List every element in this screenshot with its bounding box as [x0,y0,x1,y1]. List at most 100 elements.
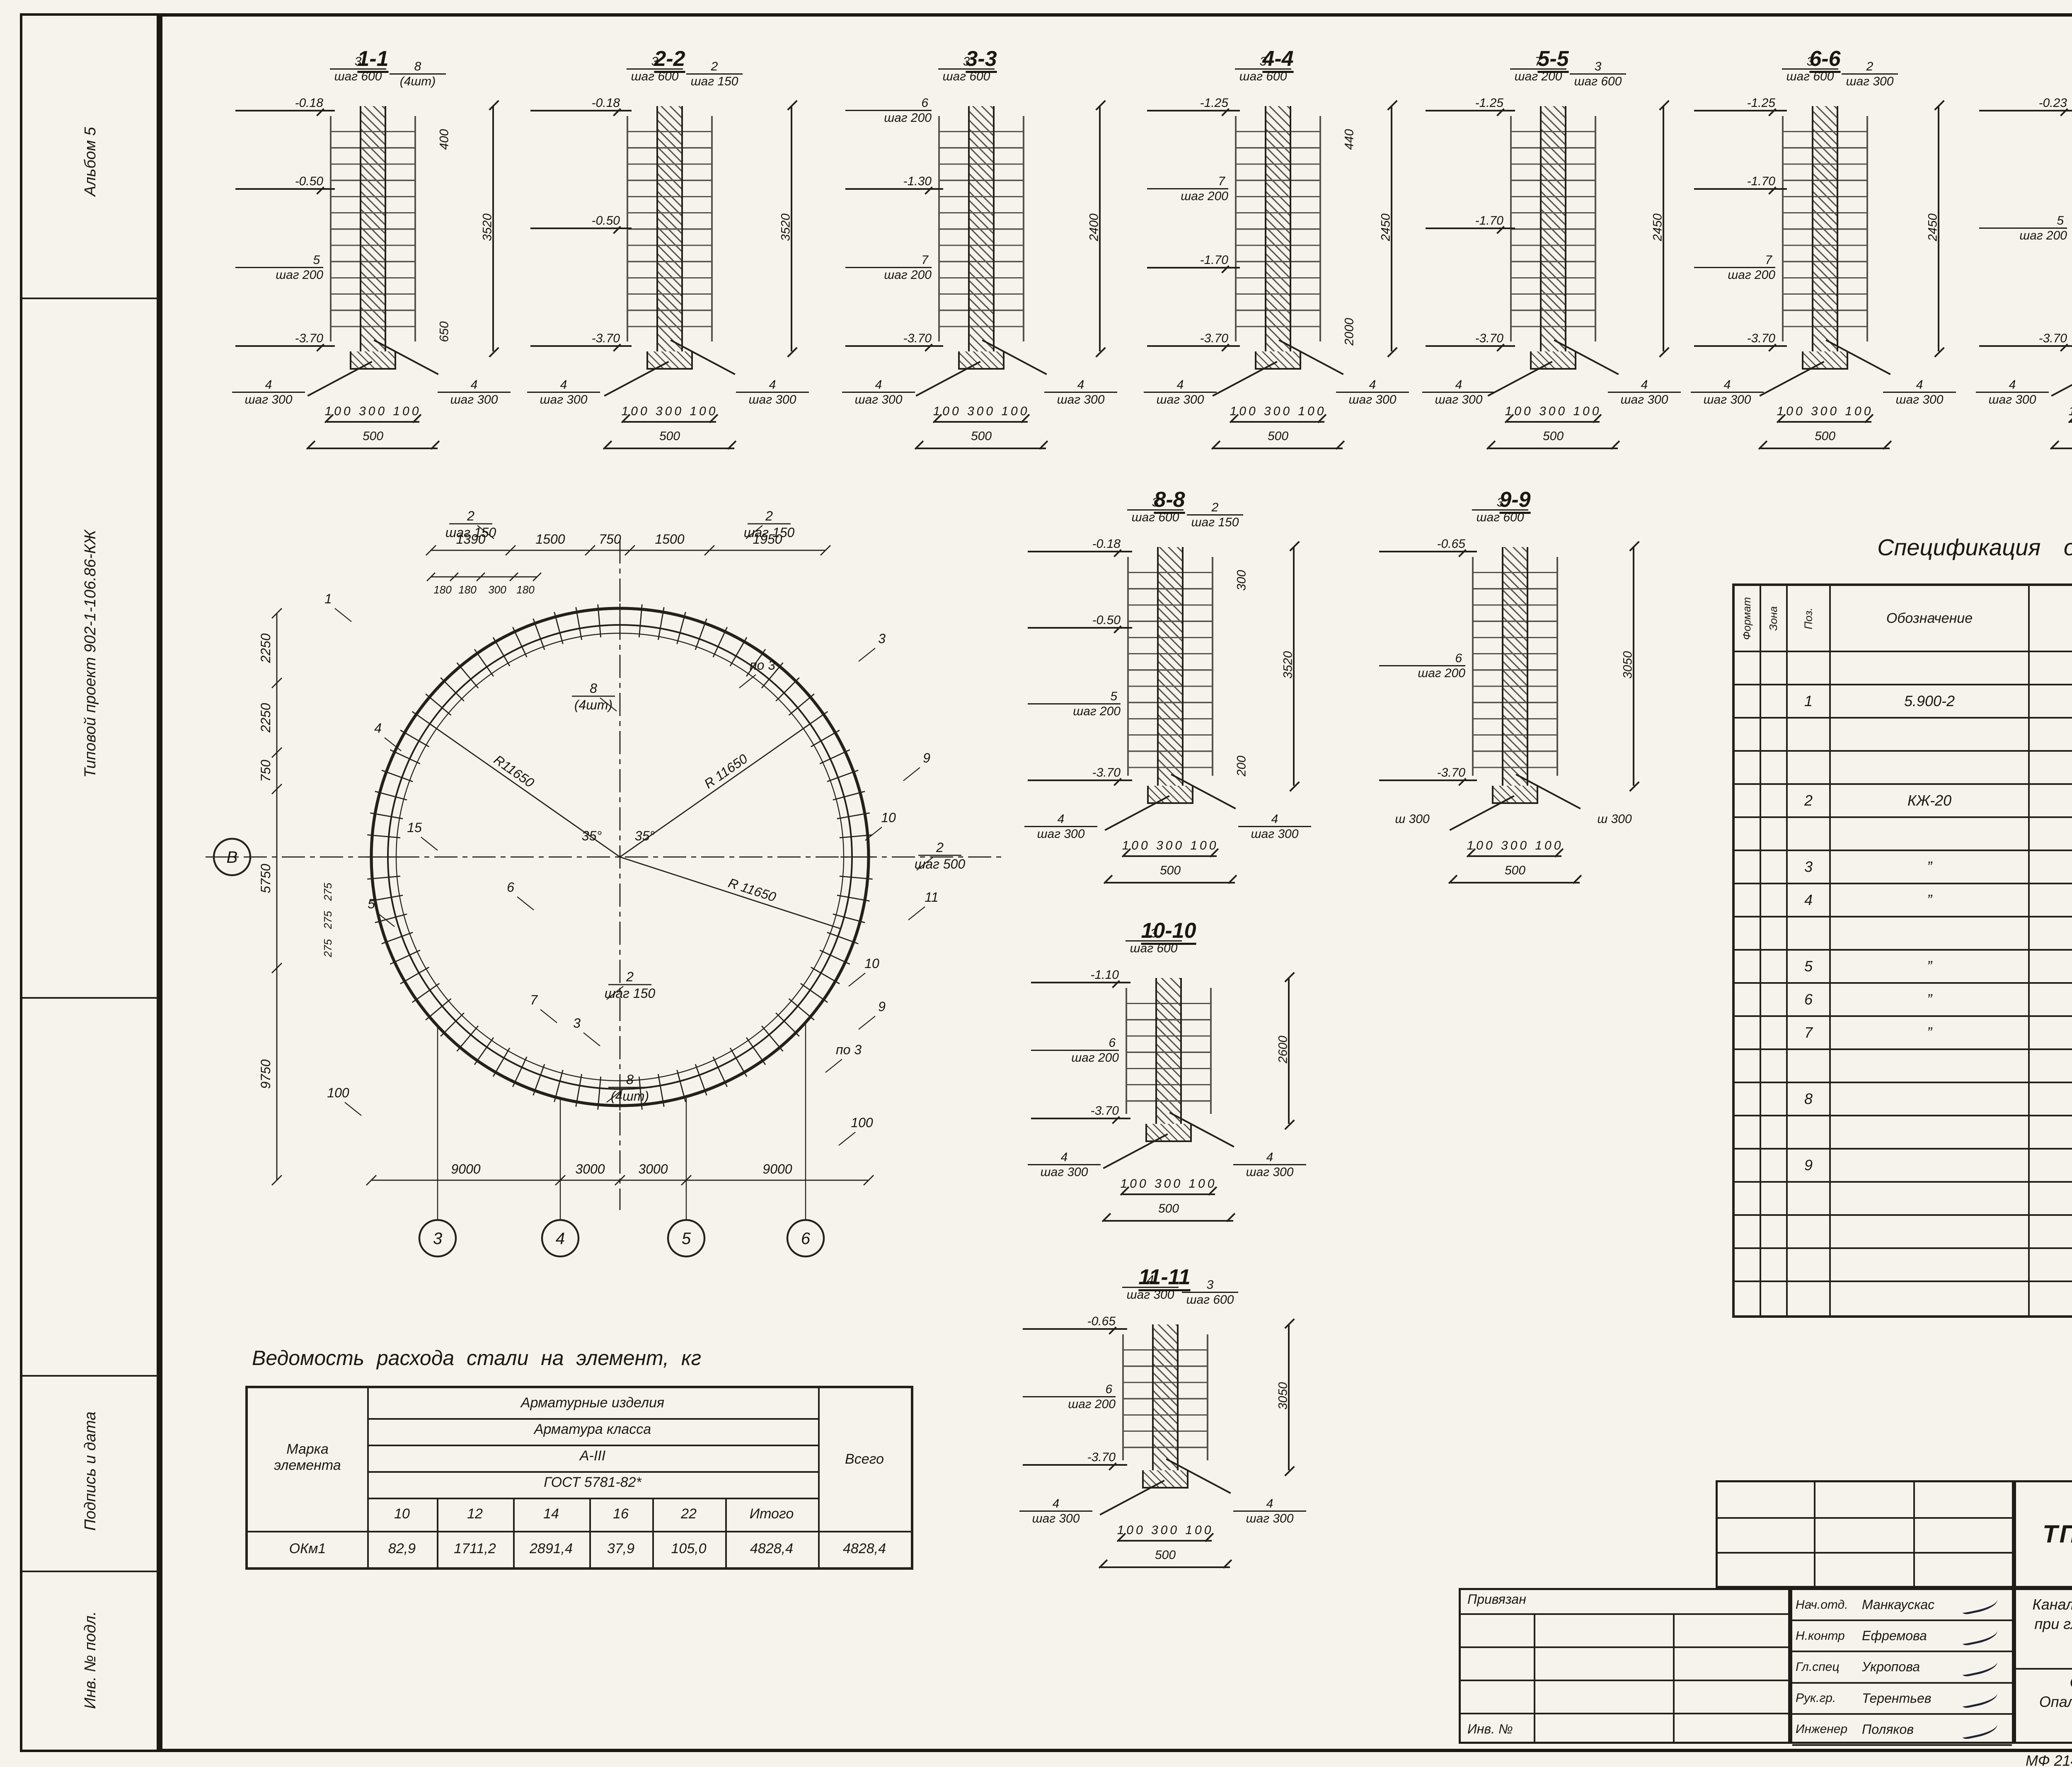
spec-cell [1735,652,1761,685]
spec-cell [1831,752,2030,785]
spec-cell [1831,719,2030,752]
spec-row: Ф12АIII ГОСТ 5781-82* [1735,818,2072,851]
plan-dim: 1950 [753,532,782,547]
height-dim: 2450 [1379,213,1393,241]
dim-line [308,448,438,449]
steel-value: 82,9 [388,1541,416,1556]
spec-cell [1761,685,1788,719]
callout: 2 [626,969,634,984]
plan-dim: 275 [322,911,334,929]
spec-cell-designation [1831,1216,2030,1249]
spec-cell [1735,1150,1761,1183]
spec-cell-pos: 2 [1788,785,1831,818]
left-dim: -0.18 [530,96,632,111]
angle-label: 35° [582,828,602,843]
spec-row: 15.900-2Сальник Ду 800, ℓ=5002150,6 кг [1735,685,2072,719]
anchor-bar [1759,361,1825,397]
spec-row: Бетон марки В20м³113,8 [1735,1216,2072,1249]
description-cell: Канализационная насосная станция при глу… [2014,1588,2072,1744]
sub-dim: 300 [1234,570,1249,591]
spec-row: Материалы [1735,1183,2072,1216]
callout: 4 [374,721,382,736]
side-strip-label-0: Альбом 5 [82,127,99,196]
spec-cell [1735,785,1761,818]
spec-cell [1761,1150,1788,1183]
footing-hatch [350,351,396,370]
grid-line [1718,1552,2013,1554]
signature-role: Инженер [1796,1722,1848,1736]
spec-cell [1735,719,1761,752]
binding-cell: Привязан Инв. № [1459,1588,1790,1744]
anchor-bar [915,361,981,397]
spec-cell-pos: 9 [1788,1150,1831,1183]
dim-line [623,421,716,423]
callout: 1 [324,591,332,606]
overall-dim: 500 [1814,429,1836,443]
left-dim: -3.70 [1979,332,2072,347]
callout: шаг 150 [744,525,795,540]
dim-line-vertical [791,106,792,351]
footing-hatch [1145,1124,1192,1142]
grid-line [818,1388,820,1567]
spec-cell-pos: 3 [1788,851,1831,884]
spec-cell-pos: 8 [1788,1083,1831,1116]
left-dim: -0.50 [530,214,632,229]
section-title: 11-11 [1138,1265,1191,1289]
spec-cell-designation [1831,1282,2030,1315]
wall-hatch [360,106,386,351]
signature-mark [1960,1656,1999,1678]
callout: 5 [368,896,375,911]
left-dim: -3.70 [1426,332,1515,347]
signature-role: Нач.отд. [1796,1598,1848,1612]
spec-cell [1735,951,1761,984]
spec-cell [1761,1183,1788,1216]
callout: 3 [573,1016,581,1031]
grid-line [1913,1482,1915,1587]
dim-line-vertical [1293,547,1295,786]
spec-cell-name: ℓ=600 [2030,785,2072,818]
plan-dim: 9000 [762,1162,792,1176]
spec-cell [1761,884,1788,917]
overall-dim: 500 [1504,864,1526,877]
left-dim: -1.25 [1147,96,1240,111]
dim-line [1104,1220,1233,1222]
spec-cell-designation: ” [1831,951,2030,984]
grid-line [248,1531,911,1532]
dim-line-vertical [1288,1324,1290,1470]
dim-line [1469,855,1561,857]
spec-group-cell: Детали [2030,719,2072,752]
dim-line [1124,855,1217,857]
spec-cell [1761,1050,1788,1083]
steel-mark-header: Марка элемента [274,1441,341,1474]
left-dim: -3.70 [1023,1450,1127,1466]
left-dim: -3.70 [1379,766,1477,781]
steel-value: 37,9 [607,1541,635,1556]
steel-diam-header: 14 [543,1506,559,1522]
callout: шаг 150 [445,525,496,540]
dim-line-vertical [492,106,494,351]
dim-line [2070,421,2072,423]
spec-cell-designation [1831,1150,2030,1183]
form-note: МФ 2142-01 23 [2026,1752,2072,1767]
spec-cell-designation: ” [1831,884,2030,917]
section-title: 1-1 [357,47,389,71]
wall-hatch [1812,106,1838,351]
axis-label: 3 [433,1230,442,1248]
axis-label: 5 [682,1230,691,1248]
spec-cell [1831,1050,2030,1083]
spec-cell [1735,1116,1761,1150]
callout: 100 [851,1115,873,1130]
callout: 11 [925,890,938,905]
